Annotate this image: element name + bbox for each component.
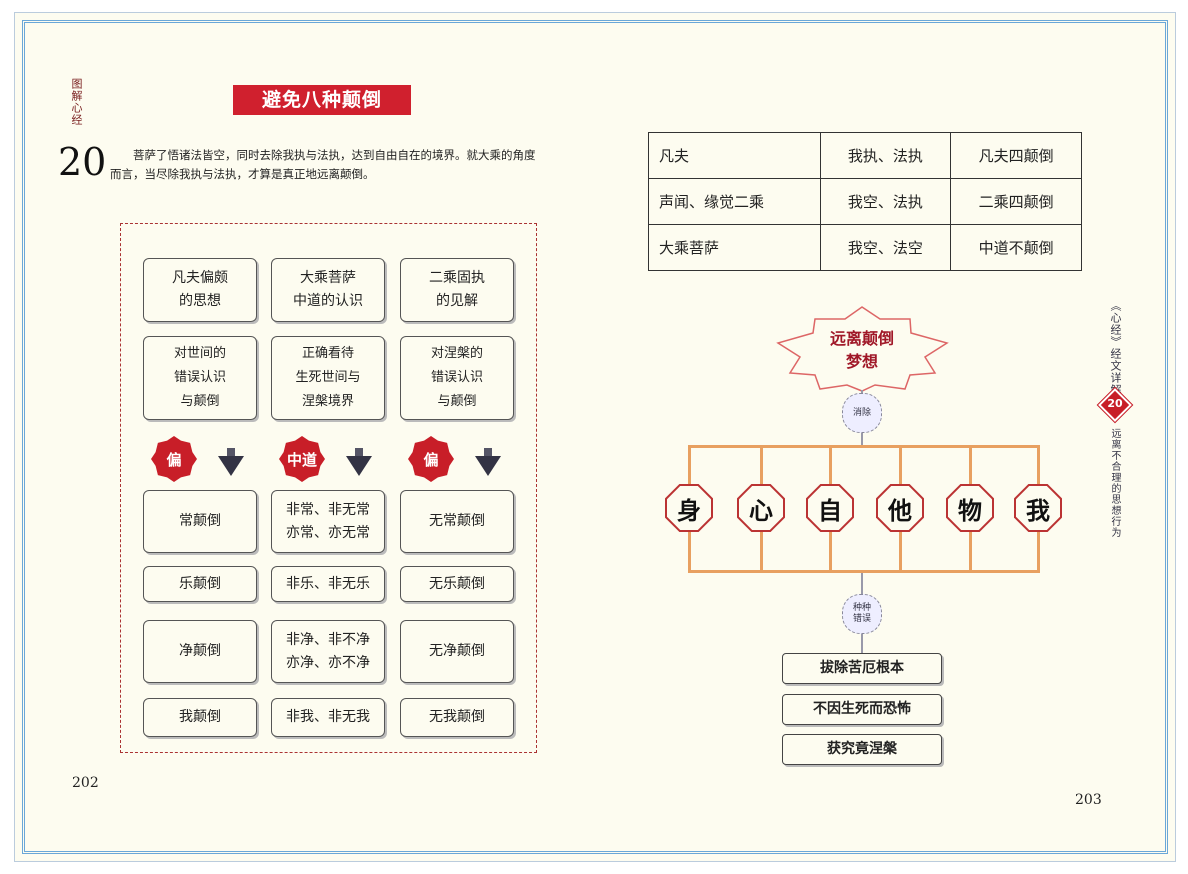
node-label: 他 [878,486,922,530]
node-label: 物 [948,486,992,530]
node-label: 自 [808,486,852,530]
table-row: 凡夫我执、法执凡夫四颠倒 [648,132,1082,179]
table-cell: 我空、法空 [819,224,952,271]
inversion-item: 无常颠倒 [400,490,514,553]
down-arrow-icon [475,456,501,476]
result-box: 不因生死而恐怖 [782,694,942,725]
intro-paragraph: 菩萨了悟诸法皆空，同时去除我执与法执，达到自由自在的境界。就大乘的角度而言，当尽… [110,148,536,181]
column-header: 二乘固执 的见解 [400,258,514,322]
comparison-table: 凡夫我执、法执凡夫四颠倒声闻、缘觉二乘我空、法执二乘四颠倒大乘菩萨我空、法空中道… [648,132,1082,271]
star-text-1: 远离颠倒 [829,329,894,348]
node-label: 心 [739,486,783,530]
table-cell: 二乘四颠倒 [950,178,1082,225]
table-cell: 我空、法执 [819,178,952,225]
down-arrow-icon [355,448,363,458]
running-head: 图解心经 [70,78,83,126]
node-octagon: 身 [665,484,713,532]
page-number-left: 202 [72,775,99,791]
table-cell: 大乘菩萨 [648,224,821,271]
table-cell: 凡夫 [648,132,821,179]
cloud-eliminate: 消除 [842,393,882,433]
diagram-frame [120,223,537,753]
node-label: 身 [667,486,711,530]
down-arrow-icon [227,448,235,458]
badge: 中道 [279,436,325,482]
page-frame [22,20,1168,854]
table-cell: 声闻、缘觉二乘 [648,178,821,225]
section-title: 避免八种颠倒 [233,85,411,115]
inversion-item: 非我、非无我 [271,698,385,737]
cloud-errors: 种种 错误 [842,594,882,634]
side-number: 20 [1107,397,1123,410]
star-text-2: 梦想 [845,352,878,371]
table-cell: 凡夫四颠倒 [950,132,1082,179]
column-description: 正确看待 生死世间与 涅槃境界 [271,336,385,420]
inversion-item: 净颠倒 [143,620,257,683]
table-cell: 我执、法执 [819,132,952,179]
inversion-item: 我颠倒 [143,698,257,737]
down-arrow-icon [346,456,372,476]
side-subtitle: 远离不合理的思想行为 [1109,428,1120,538]
node-octagon: 自 [806,484,854,532]
table-row: 大乘菩萨我空、法空中道不颠倒 [648,224,1082,271]
inversion-item: 非常、非无常 亦常、亦无常 [271,490,385,553]
node-octagon: 心 [737,484,785,532]
inversion-item: 无净颠倒 [400,620,514,683]
inversion-item: 无我颠倒 [400,698,514,737]
table-row: 声闻、缘觉二乘我空、法执二乘四颠倒 [648,178,1082,225]
inversion-item: 非净、非不净 亦净、亦不净 [271,620,385,683]
result-box: 拔除苦厄根本 [782,653,942,684]
column-header: 凡夫偏颇 的思想 [143,258,257,322]
column-description: 对世间的 错误认识 与颠倒 [143,336,257,420]
node-octagon: 物 [946,484,994,532]
badge: 偏 [408,436,454,482]
table-cell: 中道不颠倒 [950,224,1082,271]
node-label: 我 [1016,486,1060,530]
down-arrow-icon [484,448,492,458]
column-header: 大乘菩萨 中道的认识 [271,258,385,322]
column-description: 对涅槃的 错误认识 与颠倒 [400,336,514,420]
node-octagon: 他 [876,484,924,532]
inversion-item: 乐颠倒 [143,566,257,602]
inversion-item: 常颠倒 [143,490,257,553]
inversion-item: 无乐颠倒 [400,566,514,602]
node-octagon: 我 [1014,484,1062,532]
down-arrow-icon [218,456,244,476]
side-head: 《心经》经文详解 [1109,300,1122,396]
badge: 偏 [151,436,197,482]
chapter-number: 20 [58,140,107,184]
inversion-item: 非乐、非无乐 [271,566,385,602]
page-number-right: 203 [1075,792,1102,808]
result-box: 获究竟涅槃 [782,734,942,765]
